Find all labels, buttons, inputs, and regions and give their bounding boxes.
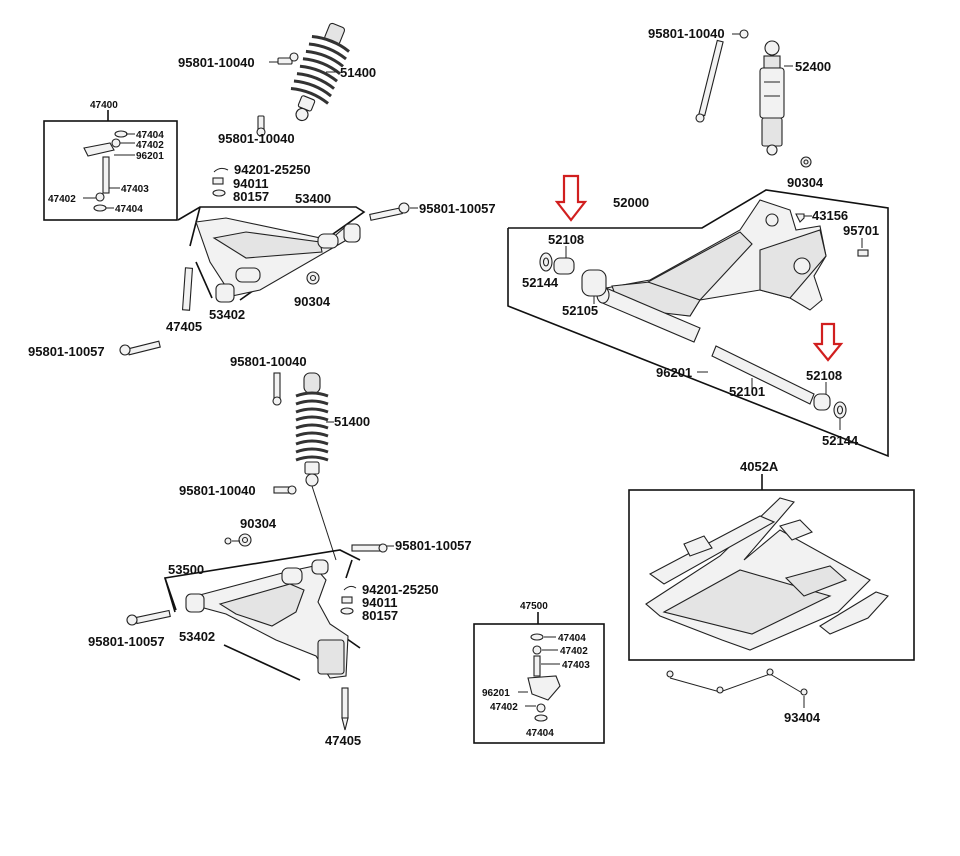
part-label: 94201-25250 bbox=[362, 582, 439, 597]
part-label: 47404 bbox=[136, 130, 164, 141]
part-label: 90304 bbox=[294, 294, 331, 309]
part-label: 94011 bbox=[362, 595, 397, 610]
knuckle-kit-box-47500 bbox=[473, 612, 605, 744]
part-label: 4052A bbox=[740, 459, 779, 474]
rear-frame-group bbox=[628, 474, 915, 708]
part-label: 47404 bbox=[526, 728, 554, 739]
part-label: 52108 bbox=[806, 368, 842, 383]
part-label: 96201 bbox=[482, 688, 510, 699]
part-label: 96201 bbox=[656, 365, 692, 380]
part-label: 90304 bbox=[787, 175, 824, 190]
part-label: 47404 bbox=[115, 204, 143, 215]
swing-arm-group bbox=[507, 189, 889, 458]
part-label: 80157 bbox=[233, 189, 269, 204]
part-label: 52144 bbox=[822, 433, 859, 448]
part-label: 95801-10057 bbox=[419, 201, 496, 216]
part-label: 47403 bbox=[121, 184, 149, 195]
part-label: 94011 bbox=[233, 176, 268, 191]
highlight-arrow-down-icon bbox=[812, 322, 844, 362]
front-upper-shock-absorber bbox=[290, 22, 350, 122]
part-label: 47405 bbox=[166, 319, 202, 334]
part-label: 47402 bbox=[48, 194, 76, 205]
part-label: 95801-10040 bbox=[230, 354, 307, 369]
part-label: 95801-10040 bbox=[178, 55, 255, 70]
part-label: 53402 bbox=[209, 307, 245, 322]
part-label: 53402 bbox=[179, 629, 215, 644]
part-label: 95801-10040 bbox=[179, 483, 256, 498]
part-label: 95801-10057 bbox=[88, 634, 165, 649]
part-label: 52000 bbox=[613, 195, 649, 210]
knuckle-kit-box-47400 bbox=[43, 110, 178, 221]
part-label: 96201 bbox=[136, 151, 164, 162]
part-label: 51400 bbox=[340, 65, 376, 80]
front-upper-shock-group bbox=[256, 22, 350, 137]
highlight-arrow-down-icon bbox=[554, 174, 588, 222]
part-label: 43156 bbox=[812, 208, 848, 223]
part-label: 47403 bbox=[562, 660, 590, 671]
box-title: 47400 bbox=[90, 100, 118, 111]
part-label: 52400 bbox=[795, 59, 831, 74]
rear-shock-group bbox=[695, 29, 812, 168]
lower-a-arm-group bbox=[126, 549, 361, 731]
part-label: 52101 bbox=[729, 384, 765, 399]
part-label: 52144 bbox=[522, 275, 559, 290]
front-lower-shock-group bbox=[224, 372, 394, 561]
part-label: 94201-25250 bbox=[234, 162, 311, 177]
part-label: 95701 bbox=[843, 223, 879, 238]
part-label: 52108 bbox=[548, 232, 584, 247]
part-label: 47402 bbox=[560, 646, 588, 657]
part-label: 93404 bbox=[784, 710, 821, 725]
part-label: 95801-10040 bbox=[648, 26, 725, 41]
part-label: 53400 bbox=[295, 191, 331, 206]
part-label: 51400 bbox=[334, 414, 370, 429]
part-label: 47405 bbox=[325, 733, 361, 748]
part-label: 80157 bbox=[362, 608, 398, 623]
part-label: 47402 bbox=[136, 140, 164, 151]
upper-a-arm-group bbox=[119, 167, 418, 356]
part-label: 47404 bbox=[558, 633, 586, 644]
part-label: 53500 bbox=[168, 562, 204, 577]
part-label: 95801-10057 bbox=[28, 344, 105, 359]
part-label: 52105 bbox=[562, 303, 598, 318]
part-label: 90304 bbox=[240, 516, 277, 531]
part-label: 95801-10057 bbox=[395, 538, 472, 553]
part-label: 95801-10040 bbox=[218, 131, 295, 146]
box-title: 47500 bbox=[520, 601, 548, 612]
part-label: 47402 bbox=[490, 702, 518, 713]
